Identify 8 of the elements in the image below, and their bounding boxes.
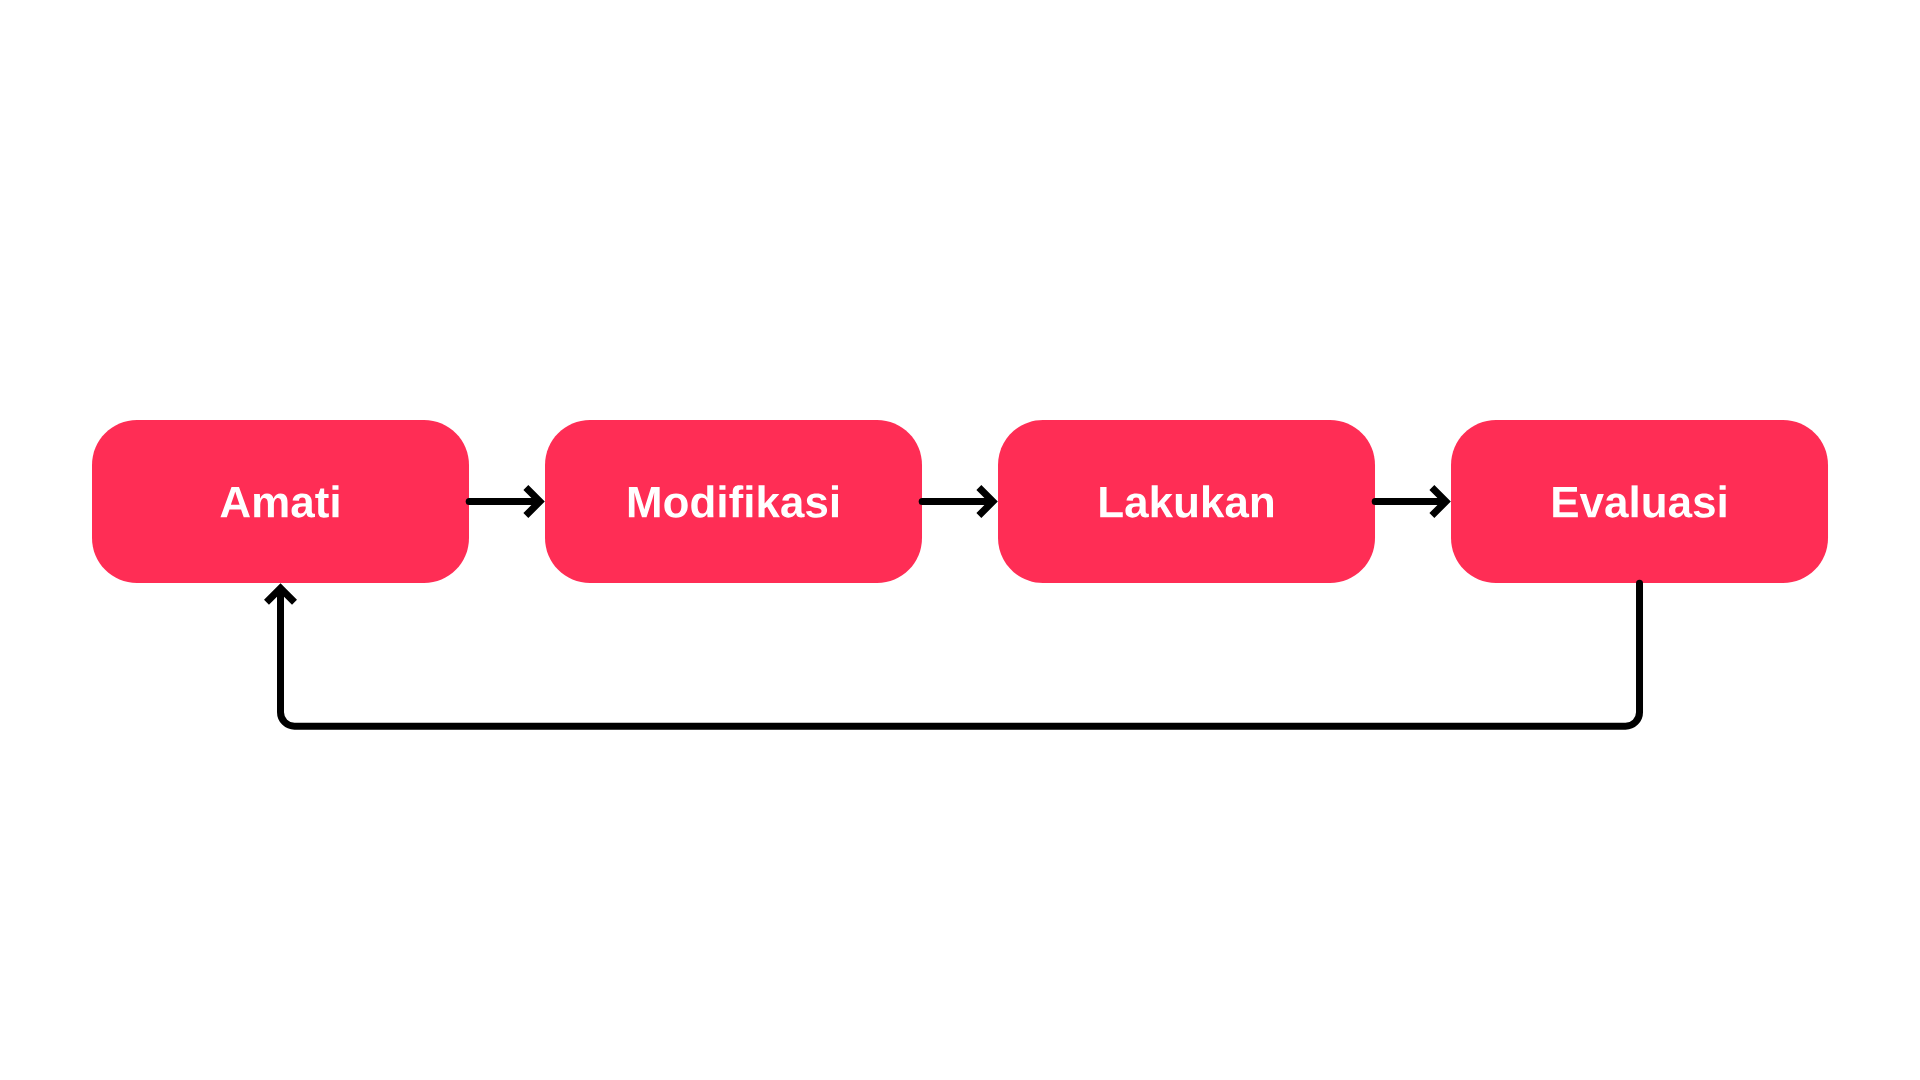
process-box: Lakukan	[998, 420, 1375, 583]
arrow	[465, 485, 545, 518]
process-box: Modifikasi	[545, 420, 922, 583]
arrow	[1371, 485, 1451, 518]
process-box: Evaluasi	[1451, 420, 1828, 583]
process-box: Amati	[92, 420, 469, 583]
arrow	[264, 579, 1643, 730]
arrow	[918, 485, 998, 518]
